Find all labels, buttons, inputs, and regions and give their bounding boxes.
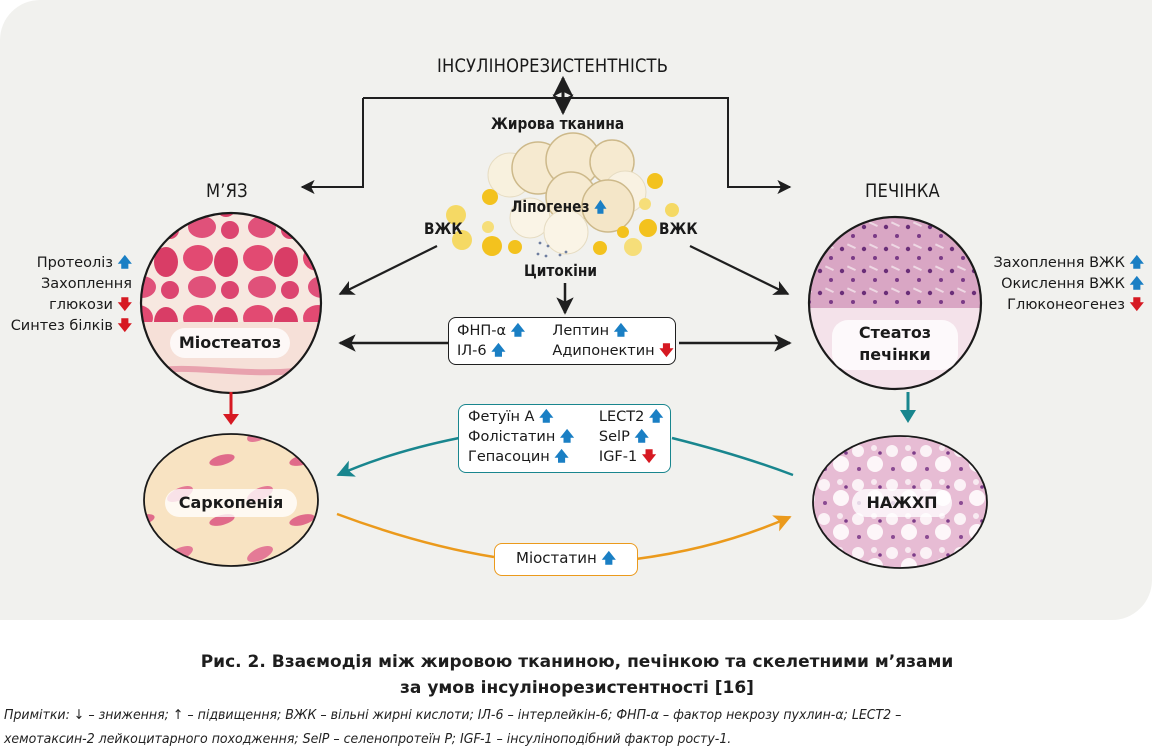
up-arrow-icon: 🡅 — [1129, 276, 1144, 292]
up-arrow-icon: 🡅 — [601, 551, 616, 567]
liver-effect-ffa-uptake: Захоплення ВЖК 🡅 — [993, 255, 1144, 271]
myostatin-box: Міостатин 🡅 — [494, 543, 638, 576]
progression-arrow-liver-head — [900, 410, 916, 423]
lipogenesis-text: Ліпогенез — [511, 197, 590, 216]
myosteatosis-label: Міостеатоз — [170, 328, 290, 358]
insulin-resistance-label: ІНСУЛІНОРЕЗИСТЕНТНІСТЬ — [437, 55, 669, 77]
adipose-tissue-illustration — [446, 132, 679, 258]
down-arrow-icon: 🡇 — [641, 449, 657, 465]
myostatin-line-from-sarcopenia — [336, 512, 495, 559]
up-arrow-icon: 🡅 — [559, 429, 575, 445]
sarcopenia-label: Саркопенія — [165, 489, 297, 517]
cytokines-label: Цитокіни — [524, 261, 598, 280]
ffa-arrow-to-liver — [689, 245, 790, 295]
hepatokine-line-from-nafld — [671, 436, 794, 477]
ffa-label-right: ВЖК — [659, 219, 698, 238]
hepatokine-igf1: IGF-1 🡇 — [598, 449, 657, 465]
arrow-to-liver — [363, 97, 792, 194]
liver-effect-ffa-oxidation: Окислення ВЖК 🡅 — [1001, 276, 1144, 292]
muscle-effect-protein-synthesis: Синтез білків 🡇 — [10, 318, 132, 334]
up-arrow-icon: 🡅 — [613, 323, 629, 339]
myostatin-text: Міостатин — [516, 549, 597, 567]
down-arrow-icon: 🡇 — [659, 343, 674, 359]
up-arrow-icon: 🡅 — [634, 429, 649, 445]
adipokine-leptin: Лептин 🡅 — [552, 323, 629, 339]
hepatokines-grid: Фетуїн А 🡅 LECT2 🡅 Фолістатин 🡅 SelP 🡅 Г… — [468, 407, 670, 467]
liver-title: ПЕЧІНКА — [865, 180, 940, 202]
down-arrow-icon: 🡇 — [117, 318, 132, 334]
hepatokine-fetuin-a: Фетуїн А 🡅 — [468, 409, 554, 425]
up-arrow-icon: 🡅 — [1129, 255, 1144, 271]
liver-effect-gluconeogenesis: Глюконеогенез 🡇 — [1007, 297, 1144, 313]
muscle-histology-image — [139, 211, 323, 395]
hepatokine-lect2: LECT2 🡅 — [598, 409, 664, 425]
hepatokine-hepassocin: Гепасоцин 🡅 — [468, 449, 569, 465]
muscle-effect-proteolysis: Протеоліз 🡅 — [36, 255, 132, 271]
hepatokine-selp: SelP 🡅 — [598, 429, 649, 445]
muscle-title: М’ЯЗ — [206, 180, 248, 202]
adipokines-grid: ФНП-α 🡅 Лептин 🡅 ІЛ-6 🡅 Адипонектин 🡇 — [457, 321, 675, 361]
adipokines-box: ФНП-α 🡅 Лептин 🡅 ІЛ-6 🡅 Адипонектин 🡇 — [448, 317, 676, 365]
liver-steatosis-label: Стеатоз печінки — [832, 320, 958, 370]
up-arrow-icon: 🡅 — [539, 409, 554, 425]
notes-line1: Примітки: ↓ – зниження; ↑ – підвищення; … — [4, 707, 902, 723]
hepatokine-follistatin: Фолістатин 🡅 — [468, 429, 575, 445]
up-arrow-icon: 🡅 — [117, 255, 132, 271]
up-arrow-icon: 🡅 — [491, 343, 506, 359]
figure-notes: Примітки: ↓ – зниження; ↑ – підвищення; … — [4, 703, 1154, 751]
liver-steatosis-line2: печінки — [859, 345, 931, 364]
insulin-resistance-connectors — [300, 75, 792, 194]
notes-line2: хемотаксин-2 лейкоцитарного походження; … — [4, 731, 732, 747]
hepatokine-arrow-to-sarcopenia — [336, 436, 460, 477]
diagram-canvas — [139, 75, 988, 569]
ffa-arrow-to-muscle — [338, 245, 438, 295]
lipogenesis-label: Ліпогенез 🡅 — [511, 197, 607, 221]
ffa-label-left: ВЖК — [424, 219, 463, 238]
myostatin-arrow-to-nafld — [635, 515, 792, 561]
muscle-effects-list: Протеоліз 🡅 Захоплення глюкози 🡇 Синтез … — [4, 253, 132, 337]
muscle-effect-glucose-uptake: Захоплення — [41, 276, 132, 292]
adipokine-tnf: ФНП-α 🡅 — [457, 323, 526, 339]
hepatokines-box: Фетуїн А 🡅 LECT2 🡅 Фолістатин 🡅 SelP 🡅 Г… — [458, 404, 671, 473]
liver-steatosis-line1: Стеатоз — [858, 323, 932, 342]
down-arrow-icon: 🡇 — [1129, 297, 1144, 313]
up-arrow-icon: 🡅 — [594, 200, 607, 216]
adipokine-il6: ІЛ-6 🡅 — [457, 343, 506, 359]
progression-arrow-muscle-head — [223, 414, 239, 425]
up-arrow-icon: 🡅 — [648, 409, 664, 425]
up-arrow-icon: 🡅 — [554, 449, 569, 465]
figure-caption-line1: Рис. 2. Взаємодія між жировою тканиною, … — [200, 652, 954, 672]
liver-effects-list: Захоплення ВЖК 🡅 Окислення ВЖК 🡅 Глюконе… — [988, 253, 1144, 316]
nafld-label: НАЖХП — [852, 489, 952, 517]
adipokine-adiponectin: Адипонектин 🡇 — [552, 343, 674, 359]
muscle-effect-glucose: глюкози 🡇 — [49, 297, 132, 313]
up-arrow-icon: 🡅 — [510, 323, 526, 339]
down-arrow-icon: 🡇 — [117, 297, 132, 313]
figure-caption-line2: за умов інсулінорезистентності [16] — [400, 678, 754, 698]
arrow-to-muscle — [300, 98, 364, 194]
adipose-tissue-label: Жирова тканина — [491, 114, 625, 133]
